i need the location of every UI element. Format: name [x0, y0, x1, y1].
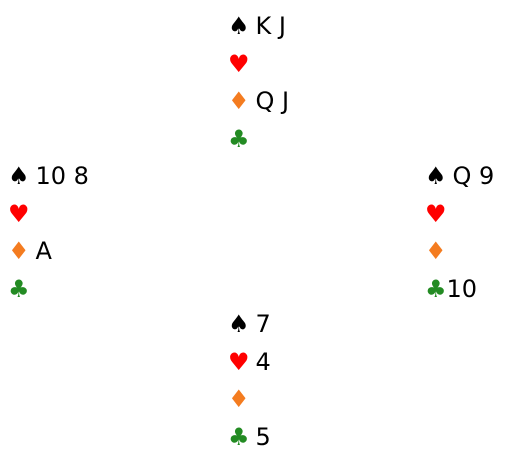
- east-clubs-row: ♣10: [425, 271, 494, 309]
- west-diamonds-row: ♦A: [8, 233, 89, 271]
- east-hearts-row: ♥: [425, 196, 494, 234]
- south-diamonds-row: ♦: [228, 381, 271, 419]
- spade-icon: ♠: [228, 8, 250, 46]
- south-spades-row: ♠7: [228, 306, 271, 344]
- east-diamonds-row: ♦: [425, 233, 494, 271]
- north-diamonds-cards: Q J: [256, 87, 290, 115]
- spade-icon: ♠: [228, 306, 250, 344]
- south-clubs-row: ♣5: [228, 419, 271, 456]
- heart-icon: ♥: [8, 196, 30, 234]
- north-spades-cards: K J: [256, 12, 286, 40]
- east-spades-cards: Q 9: [453, 162, 495, 190]
- spade-icon: ♠: [8, 158, 30, 196]
- heart-icon: ♥: [425, 196, 447, 234]
- west-clubs-row: ♣: [8, 271, 89, 309]
- diamond-icon: ♦: [425, 233, 447, 271]
- club-icon: ♣: [228, 121, 250, 159]
- diamond-icon: ♦: [8, 233, 30, 271]
- spade-icon: ♠: [425, 158, 447, 196]
- west-spades-cards: 10 8: [36, 162, 89, 190]
- north-hand: ♠K J ♥ ♦Q J ♣: [228, 8, 289, 158]
- south-spades-cards: 7: [256, 310, 271, 338]
- north-diamonds-row: ♦Q J: [228, 83, 289, 121]
- club-icon: ♣: [8, 271, 30, 309]
- south-hearts-row: ♥4: [228, 344, 271, 382]
- heart-icon: ♥: [228, 46, 250, 84]
- club-icon: ♣: [228, 419, 250, 456]
- east-spades-row: ♠Q 9: [425, 158, 494, 196]
- east-clubs-cards: 10: [447, 275, 478, 303]
- heart-icon: ♥: [228, 344, 250, 382]
- diamond-icon: ♦: [228, 83, 250, 121]
- north-hearts-row: ♥: [228, 46, 289, 84]
- west-spades-row: ♠10 8: [8, 158, 89, 196]
- south-clubs-cards: 5: [256, 423, 271, 451]
- club-icon: ♣: [425, 271, 447, 309]
- diamond-icon: ♦: [228, 381, 250, 419]
- north-spades-row: ♠K J: [228, 8, 289, 46]
- west-hearts-row: ♥: [8, 196, 89, 234]
- west-diamonds-cards: A: [36, 237, 52, 265]
- north-clubs-row: ♣: [228, 121, 289, 159]
- south-hand: ♠7 ♥4 ♦ ♣5: [228, 306, 271, 456]
- east-hand: ♠Q 9 ♥ ♦ ♣10: [425, 158, 494, 308]
- west-hand: ♠10 8 ♥ ♦A ♣: [8, 158, 89, 308]
- south-hearts-cards: 4: [256, 348, 271, 376]
